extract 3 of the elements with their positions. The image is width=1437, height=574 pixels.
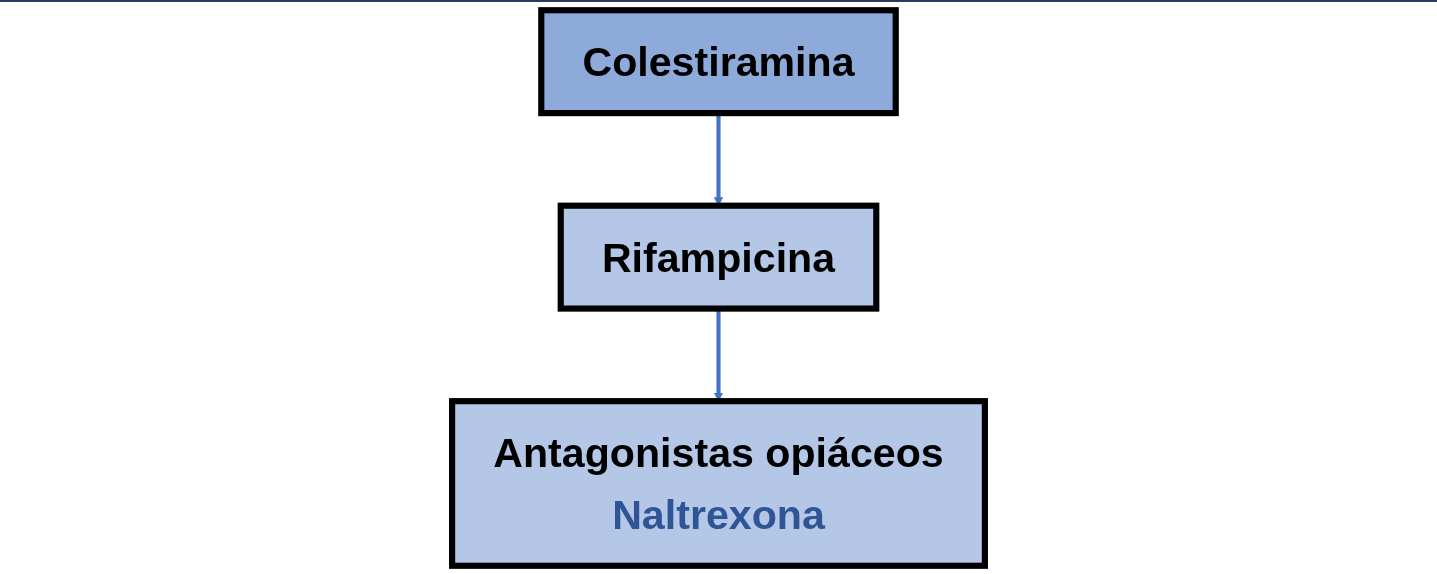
node-box: Colestiramina (538, 7, 899, 117)
node-box: Rifampicina (557, 202, 880, 312)
node-box: Antagonistas opiáceos Naltrexona (449, 398, 988, 569)
